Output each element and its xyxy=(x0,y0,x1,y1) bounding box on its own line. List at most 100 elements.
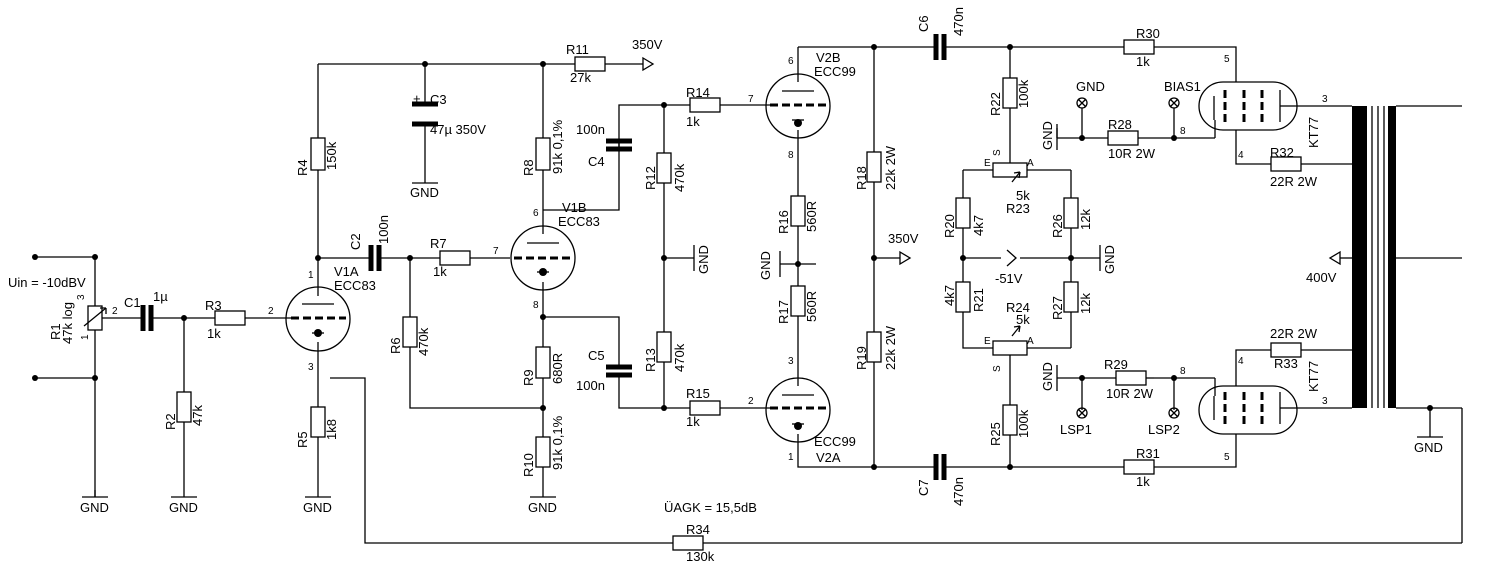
c6-body xyxy=(933,34,947,60)
r14-body xyxy=(689,97,721,113)
r32-name: R32 xyxy=(1270,145,1294,160)
r24-pin-e: E xyxy=(984,336,991,347)
r2-body xyxy=(176,391,192,423)
c2-body xyxy=(368,245,382,271)
r19-name: R19 xyxy=(854,346,869,370)
r29-body xyxy=(1115,370,1147,386)
v1a-pin-1: 1 xyxy=(308,270,314,281)
gnd-r2: GND xyxy=(169,500,198,515)
r29-name: R29 xyxy=(1104,357,1128,372)
supply-400: 400V xyxy=(1306,270,1337,285)
r19-body xyxy=(866,331,882,363)
r1-pin-1: 1 xyxy=(80,334,91,340)
v2a-pin-1: 1 xyxy=(788,452,794,463)
c3-polarity: + xyxy=(413,91,421,106)
c5-body xyxy=(606,364,632,378)
output-transformer xyxy=(1352,106,1396,408)
pentodes xyxy=(1198,81,1298,435)
r7-value: 1k xyxy=(433,264,447,279)
r7-body xyxy=(439,250,471,266)
r13-name: R13 xyxy=(643,348,658,372)
r27-value: 12k xyxy=(1078,293,1093,314)
r23-pin-e: E xyxy=(984,158,991,169)
gnd-r29: GND xyxy=(1040,362,1055,391)
r26-name: R26 xyxy=(1050,214,1065,238)
kt77-top-pin-4: 4 xyxy=(1238,150,1244,161)
v2a-tube xyxy=(765,377,831,443)
gain-note: ÜAGK = 15,5dB xyxy=(664,500,757,515)
bias-supply: -51V xyxy=(995,271,1023,286)
r12-value: 470k xyxy=(672,163,687,192)
r22-body xyxy=(1002,77,1018,109)
r3-value: 1k xyxy=(207,326,221,341)
r17-name: R17 xyxy=(776,300,791,324)
c3-name: C3 xyxy=(430,92,447,107)
r8-value: 91k 0,1% xyxy=(550,119,565,174)
resistors xyxy=(83,39,1302,475)
v1b-pin-6: 6 xyxy=(533,208,539,219)
r9-name: R9 xyxy=(521,369,536,386)
r25-value: 100k xyxy=(1016,409,1031,438)
r21-value: 4k7 xyxy=(942,285,957,306)
bias1-testpoint xyxy=(1168,97,1180,109)
gnd-r10: GND xyxy=(528,500,557,515)
r18-body xyxy=(866,151,882,183)
r29-value: 10R 2W xyxy=(1106,386,1154,401)
v2b-tube xyxy=(765,73,831,139)
r33-name: R33 xyxy=(1274,356,1298,371)
v1a-tube xyxy=(285,286,351,352)
v1b-name: V1B xyxy=(562,200,587,215)
c6-name: C6 xyxy=(916,15,931,32)
r1-pin-3: 3 xyxy=(76,294,87,300)
r18-value: 22k 2W xyxy=(883,145,898,190)
supply-350-top: 350V xyxy=(632,37,663,52)
c3-value: 47µ 350V xyxy=(430,122,486,137)
r1-body xyxy=(87,305,103,331)
v1b-type: ECC83 xyxy=(558,214,600,229)
gnd-testpoint xyxy=(1076,97,1088,109)
wires xyxy=(35,46,1463,544)
r10-body xyxy=(535,436,551,468)
c5-value: 100n xyxy=(576,378,605,393)
v1a-name: V1A xyxy=(334,264,359,279)
r9-body xyxy=(535,346,551,379)
r2-name: R2 xyxy=(163,413,178,430)
r7-name: R7 xyxy=(430,236,447,251)
tp-lsp2-label: LSP2 xyxy=(1148,422,1180,437)
r25-body xyxy=(1002,404,1018,436)
r10-value: 91k 0,1% xyxy=(550,415,565,470)
v1a-type: ECC83 xyxy=(334,278,376,293)
tp-gnd-label: GND xyxy=(1076,79,1105,94)
c1-name: C1 xyxy=(124,295,141,310)
r18-name: R18 xyxy=(854,166,869,190)
lsp1-testpoint xyxy=(1076,407,1088,419)
v2b-pin-8: 8 xyxy=(788,150,794,161)
gnd-output: GND xyxy=(1414,440,1443,455)
r4-body xyxy=(310,137,326,171)
r23-pin-a: A xyxy=(1027,158,1034,169)
gnd-r16: GND xyxy=(758,251,773,280)
r23-body xyxy=(992,162,1028,178)
kt77-top-type: KT77 xyxy=(1306,117,1321,148)
r32-value: 22R 2W xyxy=(1270,174,1318,189)
r12-name: R12 xyxy=(643,166,658,190)
r20-name: R20 xyxy=(942,214,957,238)
kt77-top-pin-5: 5 xyxy=(1224,54,1230,65)
r28-body xyxy=(1107,130,1139,146)
kt77-bottom-pin-4: 4 xyxy=(1238,356,1244,367)
v1b-pin-7: 7 xyxy=(493,246,499,257)
gnd-r1: GND xyxy=(80,500,109,515)
c1-value: 1µ xyxy=(153,289,168,304)
r24-body xyxy=(992,340,1028,356)
c2-value: 100n xyxy=(376,215,391,244)
r25-name: R25 xyxy=(988,422,1003,446)
r13-value: 470k xyxy=(672,343,687,372)
r26-body xyxy=(1063,197,1079,229)
c3-body xyxy=(412,101,438,127)
v2b-pin-7: 7 xyxy=(748,94,754,105)
r8-name: R8 xyxy=(521,159,536,176)
v2b-pin-6: 6 xyxy=(788,56,794,67)
r17-body xyxy=(790,285,806,317)
r15-body xyxy=(689,400,721,416)
